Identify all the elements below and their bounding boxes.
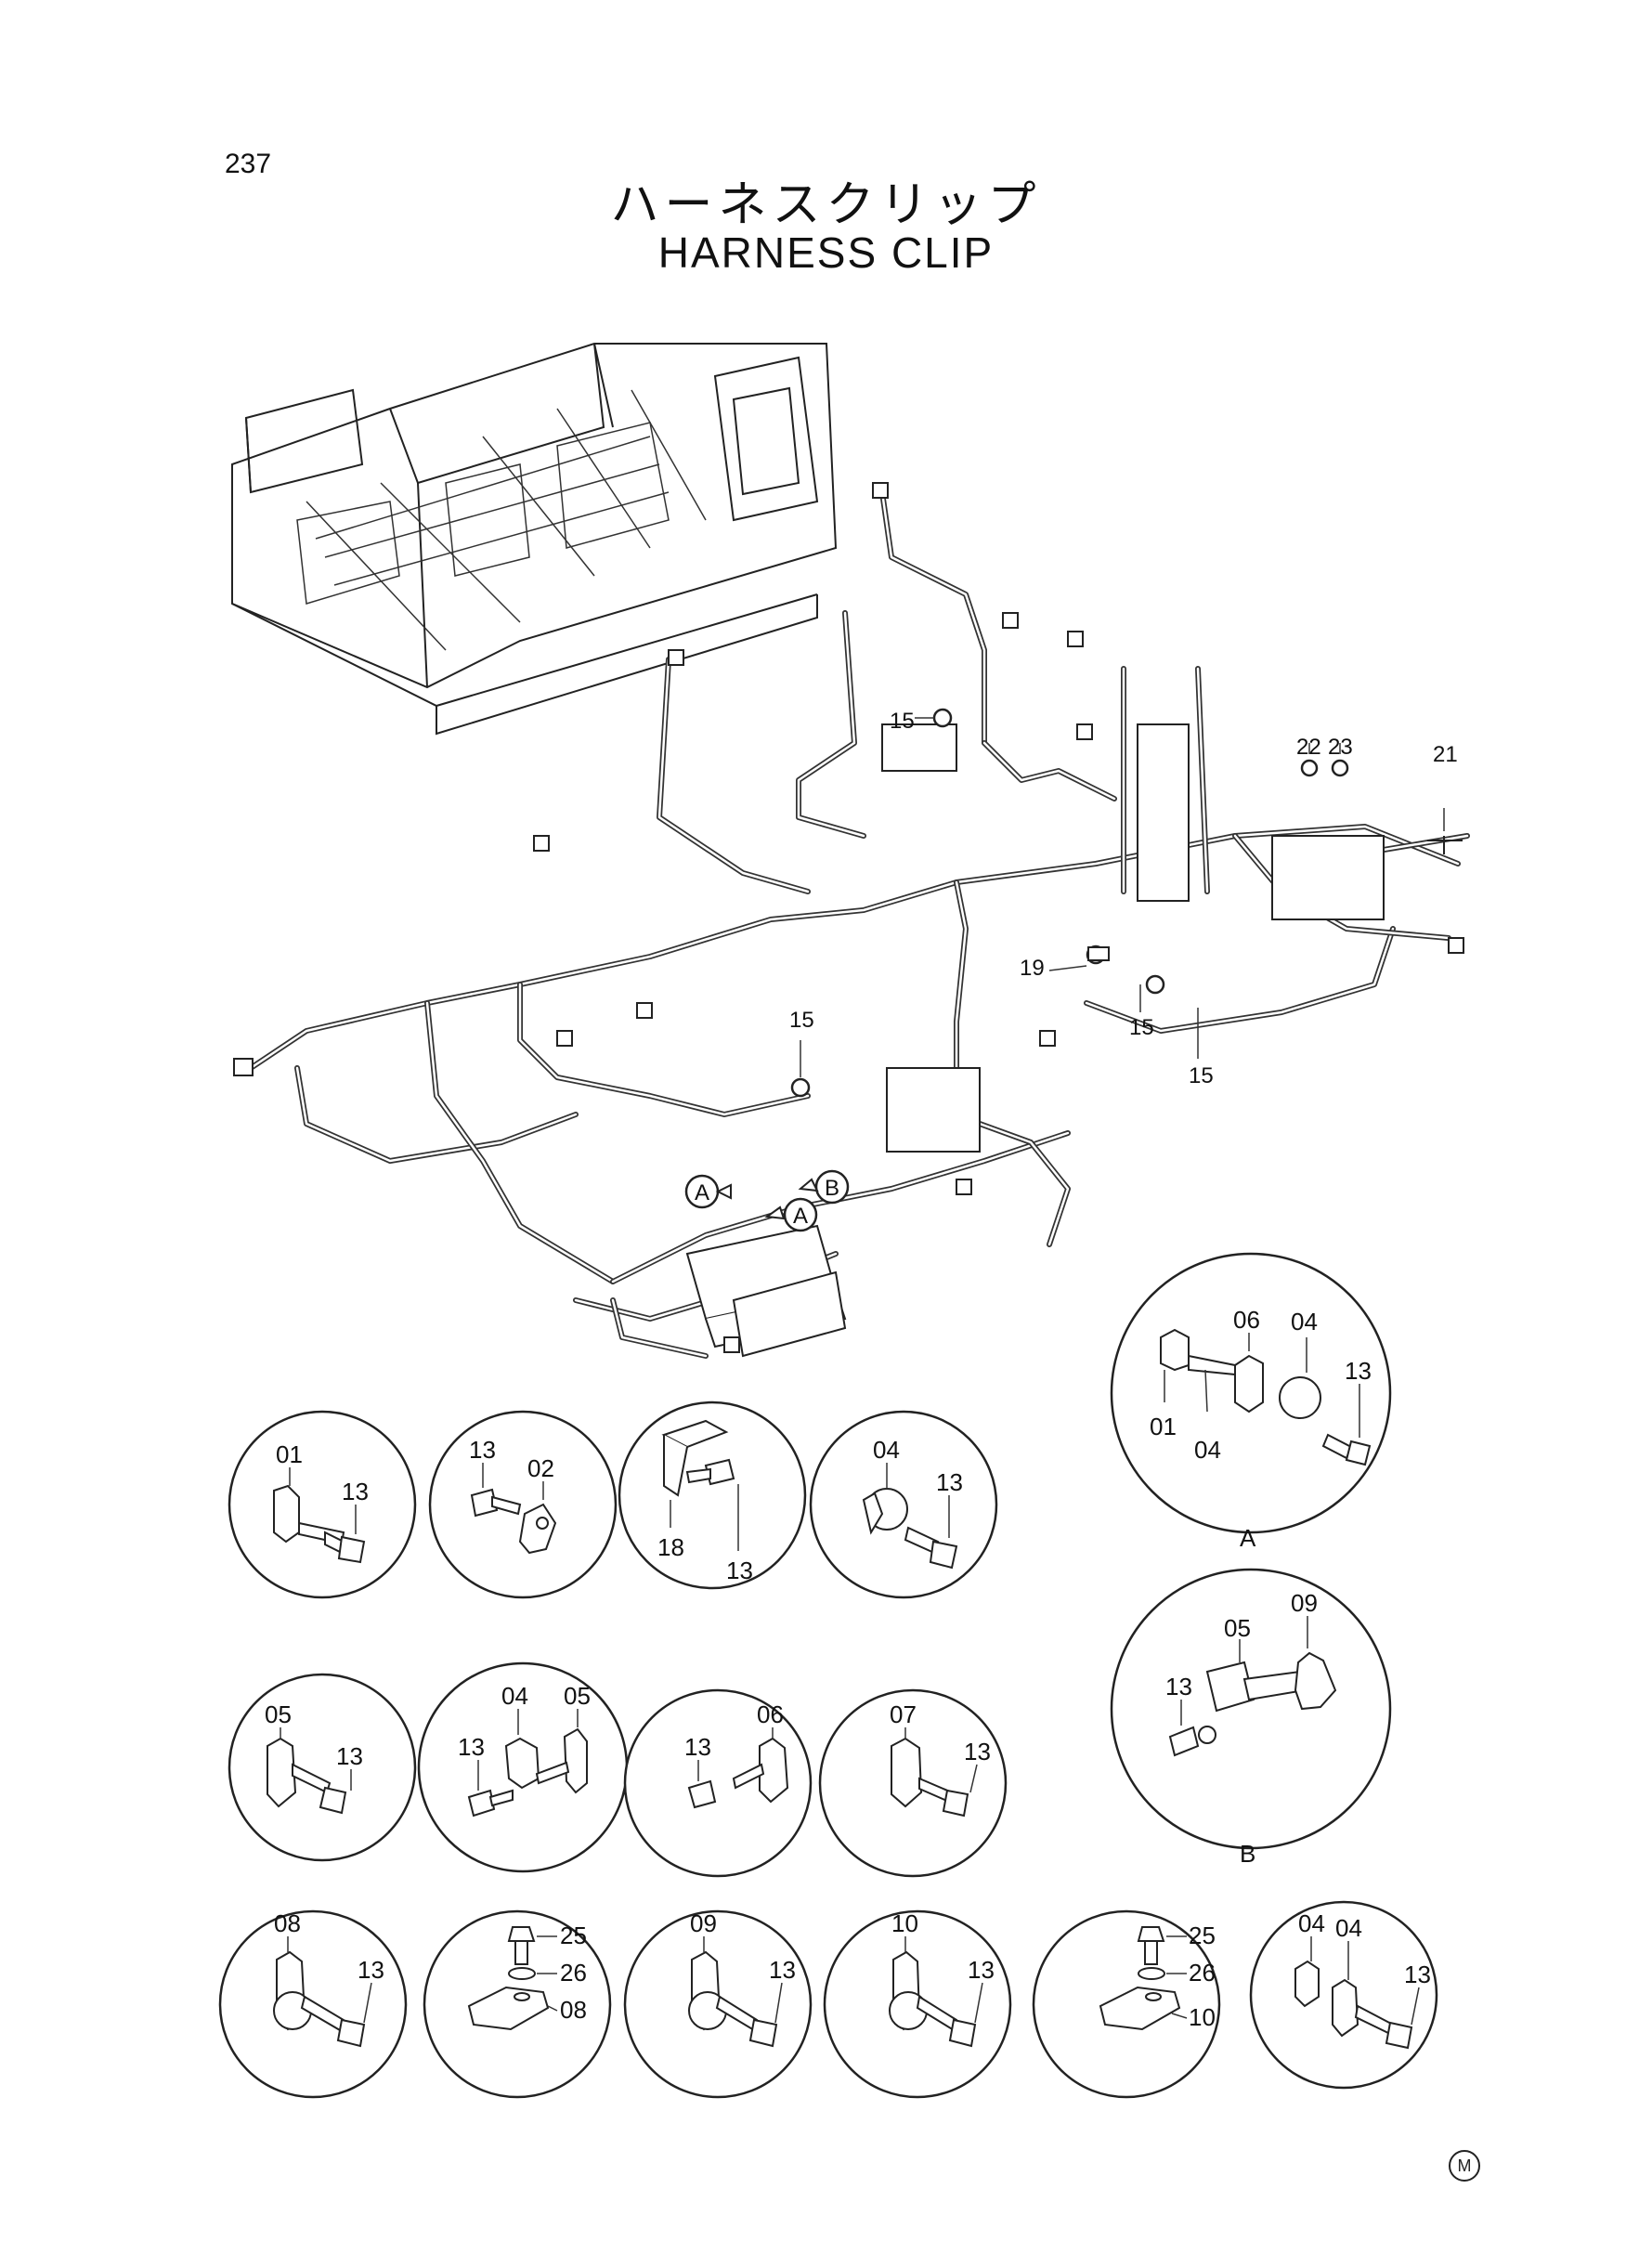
detail-circle-2: 13 02 (428, 1410, 618, 1599)
detail-a-label-01: 01 (1150, 1413, 1177, 1440)
detail-a-label-04-top: 04 (1291, 1308, 1318, 1335)
callout-15-far-right: 15 (1189, 1063, 1214, 1088)
detail-circle-7: 06 13 (623, 1688, 813, 1878)
detail-5-label-05: 05 (265, 1700, 292, 1728)
detail-11-label-09: 09 (690, 1909, 717, 1937)
detail-12-label-10: 10 (891, 1909, 918, 1937)
page-number: 237 (225, 149, 272, 179)
detail-9-label-08: 08 (274, 1909, 301, 1937)
detail-circle-10: 25 26 08 (423, 1909, 612, 2099)
detail-3-label-13: 13 (726, 1557, 753, 1584)
detail-circle-5: 05 13 (228, 1673, 417, 1862)
detail-10-label-25: 25 (560, 1922, 587, 1949)
detail-13-label-25: 25 (1189, 1922, 1216, 1949)
detail-circle-12: 10 13 (823, 1909, 1012, 2099)
detail-b-label-05: 05 (1224, 1614, 1251, 1642)
detail-1-label-13: 13 (342, 1478, 369, 1505)
wire-harness-illustration (233, 482, 1470, 1359)
detail-4-label-13: 13 (936, 1468, 963, 1496)
callout-21: 21 (1433, 742, 1458, 767)
detail-13-label-26: 26 (1189, 1959, 1216, 1987)
detail-a-label-06: 06 (1233, 1306, 1260, 1334)
detail-10-label-08: 08 (560, 1996, 587, 2024)
callout-22: 22 (1296, 735, 1321, 760)
detail-7-label-06: 06 (757, 1700, 784, 1728)
callout-15-upper: 15 (890, 709, 915, 734)
detail-1-label-01: 01 (276, 1440, 303, 1468)
detail-b-letter: B (1240, 1840, 1255, 1868)
ref-marker-a-1: A (695, 1180, 709, 1205)
detail-8-label-13: 13 (964, 1738, 991, 1765)
detail-14-label-13: 13 (1404, 1961, 1431, 1988)
page-title-japanese: ハーネスクリップ (610, 177, 1042, 233)
detail-circle-1: 01 13 (228, 1410, 417, 1599)
ref-marker-a-2: A (793, 1204, 808, 1229)
detail-12-label-13: 13 (968, 1956, 995, 1984)
detail-circle-11: 09 13 (623, 1909, 813, 2099)
detail-circle-8: 07 13 (818, 1688, 1008, 1878)
callout-15-right: 15 (1129, 1015, 1154, 1040)
ref-marker-b: B (825, 1176, 839, 1201)
detail-view-b: 09 05 13 B (1110, 1568, 1392, 1868)
detail-6-label-05: 05 (564, 1682, 591, 1710)
detail-circle-4: 04 13 (809, 1410, 998, 1599)
detail-a-label-04-bottom: 04 (1194, 1436, 1221, 1464)
detail-4-label-04: 04 (873, 1436, 900, 1464)
detail-circle-6: 04 05 13 (417, 1661, 629, 1873)
detail-a-label-13: 13 (1345, 1357, 1372, 1385)
detail-circle-9: 08 13 (218, 1909, 408, 2099)
detail-view-a: 06 04 13 01 04 A (1110, 1252, 1392, 1552)
callout-19: 19 (1020, 956, 1045, 981)
detail-14-label-04-left: 04 (1298, 1909, 1325, 1937)
callout-23: 23 (1328, 735, 1353, 760)
detail-9-label-13: 13 (358, 1956, 384, 1984)
callout-15-center: 15 (789, 1008, 814, 1033)
detail-circle-13: 25 26 10 (1032, 1909, 1221, 2099)
machine-overview-illustration (231, 343, 838, 736)
detail-3-label-18: 18 (657, 1533, 684, 1561)
detail-7-label-13: 13 (684, 1733, 711, 1761)
corner-mark-m: M (1449, 2150, 1480, 2182)
detail-b-label-09: 09 (1291, 1589, 1318, 1617)
detail-circle-14: 04 04 13 (1249, 1900, 1438, 2090)
detail-circle-3: 18 13 (618, 1401, 807, 1590)
detail-14-label-04-right: 04 (1335, 1914, 1362, 1942)
detail-13-label-10: 10 (1189, 2003, 1216, 2031)
detail-a-letter: A (1240, 1524, 1256, 1552)
detail-5-label-13: 13 (336, 1742, 363, 1770)
detail-10-label-26: 26 (560, 1959, 587, 1987)
detail-6-label-13: 13 (458, 1733, 485, 1761)
detail-2-label-13: 13 (469, 1436, 496, 1464)
detail-8-label-07: 07 (890, 1700, 917, 1728)
detail-b-label-13: 13 (1165, 1673, 1192, 1700)
page-title-english: HARNESS CLIP (657, 228, 995, 277)
detail-6-label-04: 04 (501, 1682, 528, 1710)
detail-11-label-13: 13 (769, 1956, 796, 1984)
detail-2-label-02: 02 (527, 1454, 554, 1482)
